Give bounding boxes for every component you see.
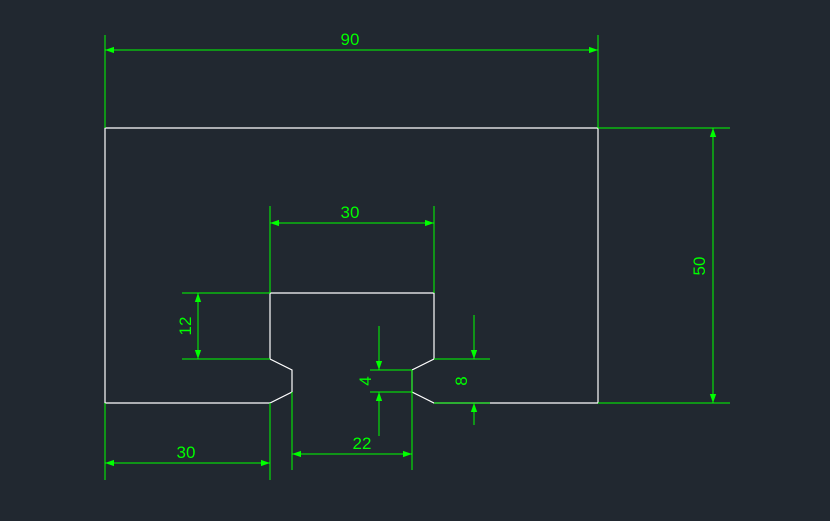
dimension-left-offset-label: 30 [177,443,196,462]
dimension-left-offset [104,403,271,480]
dimension-slot-width-label: 30 [341,203,360,222]
dimension-neck-width [291,370,413,470]
dimension-slot-width [269,206,435,293]
dimension-chamfer-depth [370,326,412,436]
dimension-overall-height [598,127,730,404]
dimension-opening-height [434,315,490,425]
dimension-overall-height-label: 50 [690,257,709,276]
dimension-opening-height-label: 8 [452,376,471,385]
dimension-overall-width [104,35,599,128]
part-outline [104,127,599,404]
dimension-overall-width-label: 90 [341,30,360,49]
dimension-step-height-label: 12 [176,317,195,336]
dimension-step-height [182,292,270,360]
dimension-neck-width-label: 22 [353,434,372,453]
dimension-chamfer-depth-label: 4 [356,376,375,385]
